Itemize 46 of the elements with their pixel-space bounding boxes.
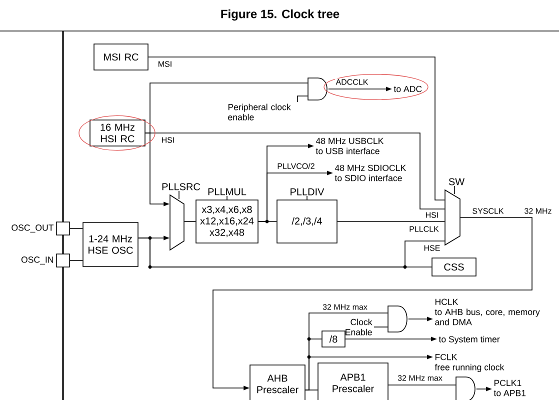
connector-line xyxy=(70,228,83,229)
oscillator-box: 1-24 MHz HSE OSC xyxy=(82,222,138,267)
edge-label: PLLCLK xyxy=(408,226,440,232)
oscillator-box: 16 MHz HSI RC xyxy=(90,120,146,146)
pin-label: OSC_OUT xyxy=(12,224,54,232)
edge-label: HSI xyxy=(160,136,176,144)
connector-line xyxy=(184,221,196,222)
pin-label: OSC_IN xyxy=(21,256,54,264)
prescaler-box: AHB Prescaler xyxy=(250,364,306,400)
connector-line xyxy=(374,326,388,328)
and-gate xyxy=(308,78,328,100)
divider-box: PLLDIV /2,/3,/4 xyxy=(276,188,338,244)
arrow xyxy=(212,217,532,390)
prescaler-box: APB1 Prescaler xyxy=(318,362,388,400)
output-label: to System timer xyxy=(438,336,500,344)
output-label: to ADC xyxy=(394,86,422,92)
css-box: CSS xyxy=(432,258,476,276)
connector-line xyxy=(388,384,456,386)
and-gate xyxy=(456,376,476,400)
connector-line xyxy=(297,96,308,102)
oscillator-box: MSI RC xyxy=(94,44,148,70)
output-label: HCLK to AHB bus, core, memory and DMA xyxy=(434,298,540,326)
edge-label: MSI xyxy=(157,60,173,68)
edge-label: HSE xyxy=(423,244,441,252)
caption-text: Peripheral clock enable xyxy=(228,104,291,120)
node-label: SW xyxy=(448,178,465,186)
edge-label: SYSCLK xyxy=(472,208,504,214)
edge-label: 32 MHz max xyxy=(322,304,368,310)
output-label: FCLK free running clock xyxy=(434,354,504,372)
connector-line xyxy=(337,221,445,222)
signal-label: HSI xyxy=(426,212,438,218)
signal-label: 32 MHz xyxy=(524,208,552,214)
output-label: PCLK1 to APB1 xyxy=(494,380,526,396)
edge-label: 32 MHz max xyxy=(396,374,444,382)
figure-title: Figure 15. Clock tree xyxy=(221,9,340,21)
output-label: 48 MHz SDIOCLK to SDIO interface xyxy=(334,164,406,182)
and-gate xyxy=(388,306,408,332)
node-label: PLLDIV xyxy=(290,188,324,196)
caption-text: Clock Enable xyxy=(346,318,372,336)
edge-label: PLLVCO/2 xyxy=(276,162,316,170)
connector-line xyxy=(148,56,445,200)
node-label: PLLSRC xyxy=(162,183,200,190)
edge-label: ADCCLK xyxy=(335,78,369,86)
connector-line xyxy=(70,260,83,261)
output-label: 48 MHz USBCLK to USB interface xyxy=(316,138,384,154)
node-label: PLLMUL xyxy=(208,188,246,196)
